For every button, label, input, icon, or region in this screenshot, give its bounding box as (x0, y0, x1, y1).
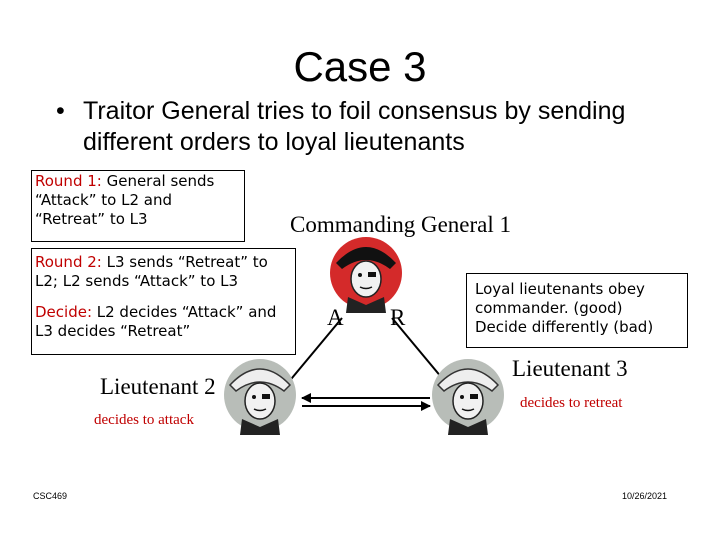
lieutenant-2-icon (224, 359, 296, 435)
slide-title: Case 3 (293, 43, 427, 90)
traitor-general-icon (330, 237, 402, 313)
round1-text: General sends “Attack” to L2 and “Retrea… (35, 172, 215, 228)
round2-text: L3 sends “Retreat” to L2; L2 sends “Atta… (35, 253, 268, 290)
decide-text: L2 decides “Attack” and L3 decides “Retr… (35, 303, 277, 340)
bullet-text: Traitor General tries to foil consensus … (83, 97, 626, 156)
round1-label: Round 1: (35, 172, 102, 190)
decide-label: Decide: (35, 303, 92, 321)
lieutenant-3-icon (432, 359, 504, 435)
round2-paragraph: Round 2: L3 sends “Retreat” to L2; L2 se… (35, 253, 292, 291)
loyal-outcome-box: Loyal lieutenants obey commander. (good)… (466, 273, 688, 348)
edge-label-retreat: R (390, 305, 406, 330)
decide-paragraph: Decide: L2 decides “Attack” and L3 decid… (35, 303, 292, 341)
commander-label: Commanding General 1 (290, 212, 512, 237)
lt3-decision: decides to retreat (520, 395, 623, 411)
edge-label-attack: A (327, 305, 344, 330)
lt2-decision: decides to attack (94, 412, 194, 428)
lieutenant-2-label: Lieutenant 2 (100, 374, 216, 399)
bullet-marker: • (56, 97, 65, 125)
arrow-commander-to-lt2 (281, 317, 343, 391)
footer-date: 10/26/2021 (622, 491, 668, 501)
round2-box: Round 2: L3 sends “Retreat” to L2; L2 se… (31, 248, 296, 355)
footer-course: CSC469 (33, 491, 68, 501)
round2-label: Round 2: (35, 253, 102, 271)
lieutenant-3-label: Lieutenant 3 (512, 356, 628, 381)
round1-box: Round 1: General sends “Attack” to L2 an… (31, 170, 245, 242)
